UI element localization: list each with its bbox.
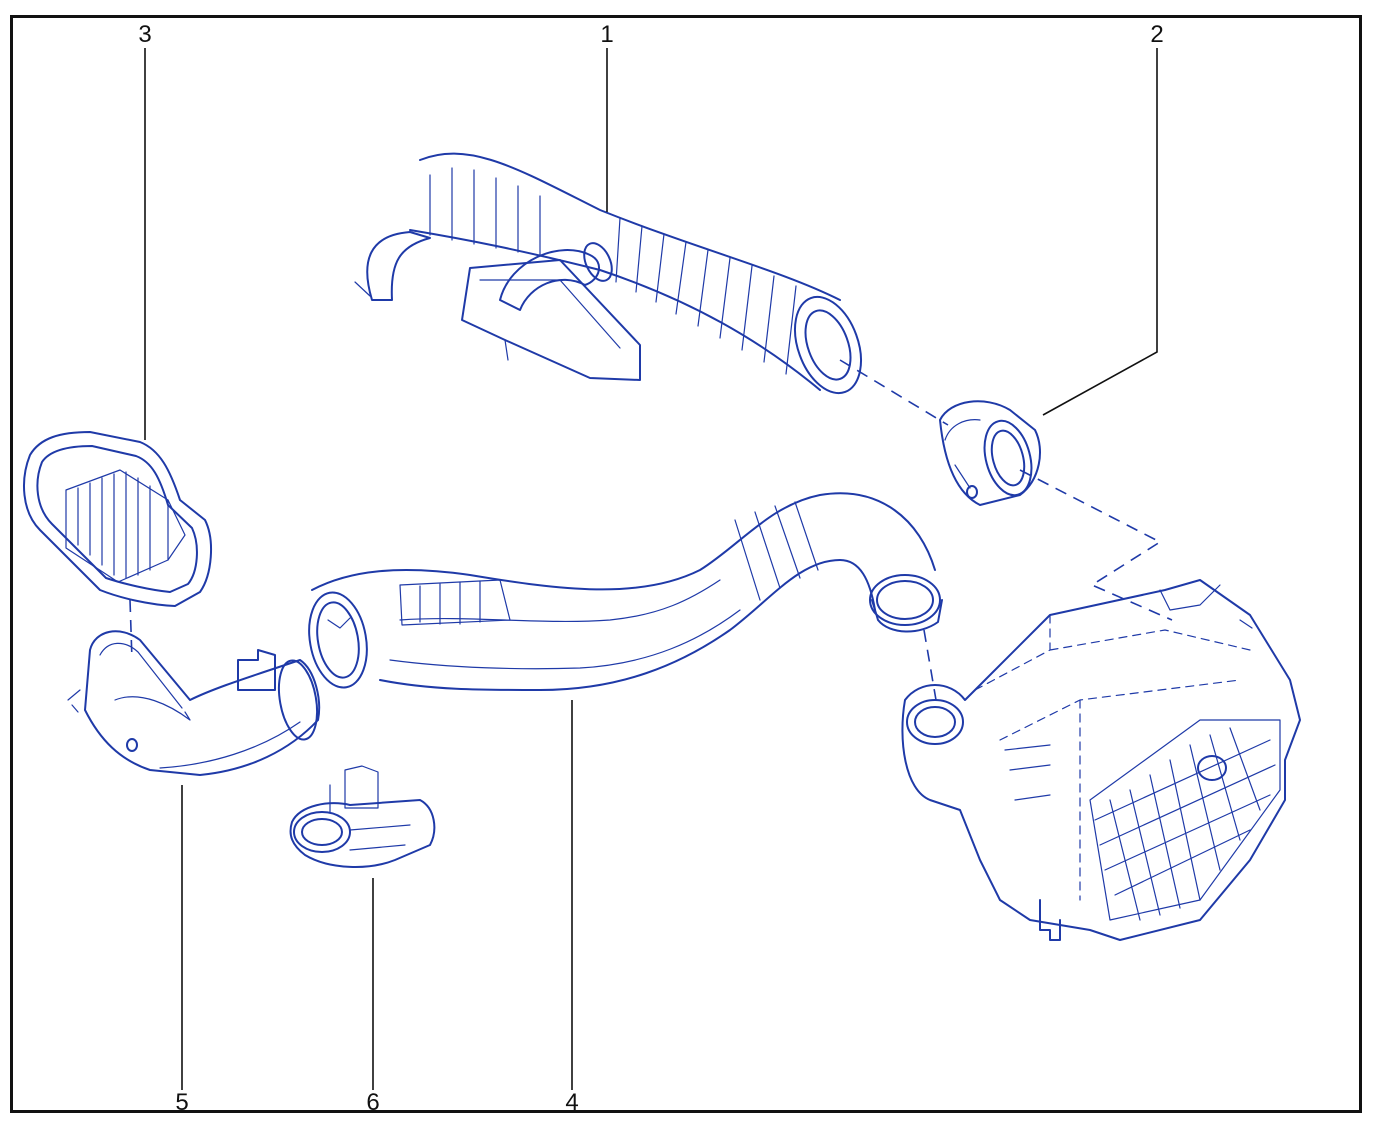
part-6-connector-bracket [289, 765, 436, 868]
leader-2 [1042, 48, 1158, 416]
air-filter-housing [901, 579, 1301, 941]
callout-1: 1 [600, 21, 614, 48]
alignment-axes [129, 359, 1173, 701]
callout-6: 6 [366, 1089, 380, 1116]
part-2-connector-ring [939, 400, 1041, 506]
diagram-frame [10, 15, 1362, 1113]
leader-lines [144, 48, 1158, 1090]
callout-2: 2 [1150, 21, 1164, 48]
part-1-intake-duct [354, 152, 862, 395]
callout-3: 3 [138, 21, 152, 48]
part-4-intake-tube [308, 492, 943, 691]
part-5-intake-elbow [67, 630, 321, 776]
part-3-filter-cover [23, 431, 212, 607]
callout-5: 5 [175, 1089, 189, 1116]
callout-4: 4 [565, 1089, 579, 1116]
